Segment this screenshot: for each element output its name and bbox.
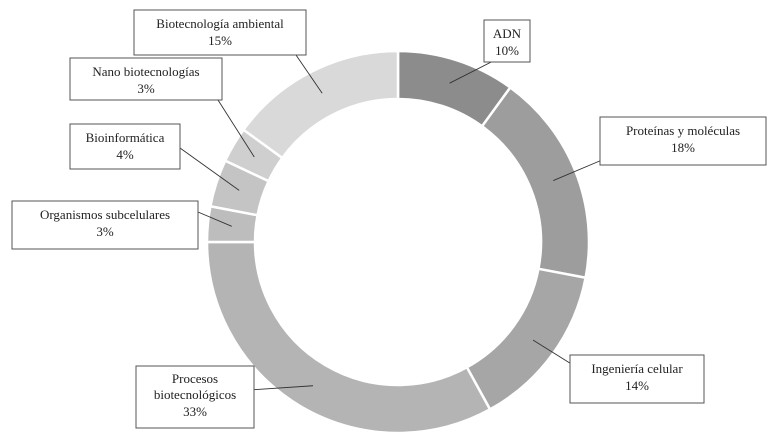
callout-box-organismos-subcelulares <box>11 200 199 250</box>
callouts: ADN 10% Proteínas y moléculas 18% Ingeniería… <box>11 9 767 429</box>
slice-name-label: Proteínas y moléculas <box>626 123 740 138</box>
leader-line-proteinas-y-moleculas <box>553 159 603 181</box>
callout-box-proteinas-y-moleculas <box>599 116 767 166</box>
slice-name-label: ADN <box>493 26 522 41</box>
slice-name-label: Ingeniería celular <box>591 361 683 376</box>
slice-name-line2: biotecnológicos <box>154 387 236 402</box>
callout-box-bioinformatica <box>69 123 181 170</box>
slice-name-label: Organismos subcelulares <box>40 207 170 222</box>
slice-ingenieria-celular <box>465 267 588 412</box>
slice-proteinas-y-moleculas <box>480 85 591 280</box>
slice-percent-label: 18% <box>671 140 695 155</box>
leader-line-procesos-biotecnologicos <box>249 385 314 391</box>
slice-percent-label: 15% <box>208 33 232 48</box>
slice-name-line1: Procesos <box>172 371 218 386</box>
slice-percent-label: 3% <box>96 224 114 239</box>
callout-box-nano-biotecnologias <box>69 57 223 101</box>
slice-percent-label: 10% <box>495 43 519 58</box>
leader-line-organismos-subcelulares <box>197 211 232 227</box>
slice-procesos-biotecnologicos <box>205 240 492 435</box>
slice-name-label: Nano biotecnologías <box>92 64 199 79</box>
leader-line-biotecnologia-ambiental <box>295 54 323 94</box>
callout-box-ingenieria-celular <box>569 354 705 404</box>
callout-box-biotecnologia-ambiental <box>133 9 307 56</box>
slice-biotecnologia-ambiental <box>241 49 400 160</box>
slice-name-label: Bioinformática <box>86 130 165 145</box>
slice-percent-label: 14% <box>625 378 649 393</box>
slice-percent-label: 4% <box>116 147 134 162</box>
leader-line-nano-biotecnologias <box>217 99 255 158</box>
donut-slices <box>205 49 591 435</box>
callout-box-adn <box>483 19 531 63</box>
leader-line-bioinformatica <box>179 147 240 191</box>
leader-line-ingenieria-celular <box>532 339 574 366</box>
slice-name-label: Biotecnología ambiental <box>156 16 284 31</box>
callout-box-procesos-biotecnologicos <box>135 365 255 429</box>
slice-percent-label: 33% <box>183 404 207 419</box>
slice-percent-label: 3% <box>137 81 155 96</box>
